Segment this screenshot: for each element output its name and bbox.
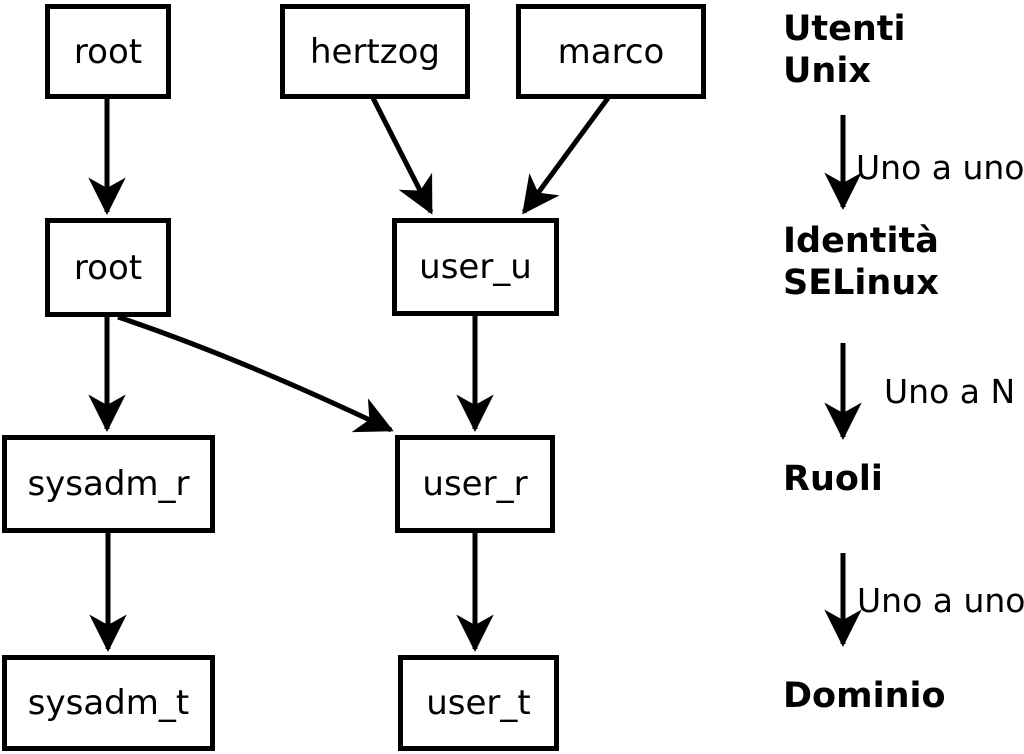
legend-line: Utenti bbox=[783, 9, 906, 49]
node-label: root bbox=[73, 31, 143, 72]
legend-line: Identità bbox=[783, 221, 939, 261]
node-label: user_t bbox=[426, 683, 531, 723]
relation-label-uno-a-n: Uno a N bbox=[884, 372, 1016, 411]
legend-level-dominio: Dominio bbox=[783, 675, 946, 717]
legend-level-utenti-unix: Utenti Unix bbox=[783, 8, 906, 92]
relation-label-uno-a-uno-1: Uno a uno bbox=[856, 148, 1024, 187]
relation-label-uno-a-uno-2: Uno a uno bbox=[857, 581, 1024, 620]
legend-line: Ruoli bbox=[783, 459, 883, 499]
node-user-r: user_r bbox=[395, 435, 555, 533]
legend-line: Dominio bbox=[783, 676, 946, 716]
legend-level-identita-selinux: Identità SELinux bbox=[783, 220, 939, 304]
legend-level-ruoli: Ruoli bbox=[783, 458, 883, 500]
node-hertzog: hertzog bbox=[280, 4, 470, 99]
legend-line: SELinux bbox=[783, 263, 939, 303]
legend-line: Unix bbox=[783, 51, 871, 91]
node-user-t: user_t bbox=[398, 655, 559, 751]
node-sysadm-r: sysadm_r bbox=[2, 435, 215, 533]
edge-hertzog-to-useru bbox=[370, 96, 434, 215]
node-label: root bbox=[73, 247, 143, 288]
node-marco: marco bbox=[516, 4, 706, 99]
node-root-unix: root bbox=[45, 4, 171, 99]
node-label: marco bbox=[557, 31, 665, 72]
node-label: user_r bbox=[422, 464, 528, 504]
node-label: sysadm_t bbox=[27, 683, 190, 723]
node-sysadm-t: sysadm_t bbox=[2, 655, 215, 751]
node-root-selinux: root bbox=[45, 218, 171, 317]
node-label: sysadm_r bbox=[27, 464, 190, 504]
node-label: hertzog bbox=[309, 31, 440, 72]
edge-rootselinux-to-userr bbox=[117, 314, 394, 433]
node-user-u: user_u bbox=[392, 218, 559, 316]
node-label: user_u bbox=[419, 247, 532, 287]
edge-marco-to-useru bbox=[521, 96, 611, 215]
